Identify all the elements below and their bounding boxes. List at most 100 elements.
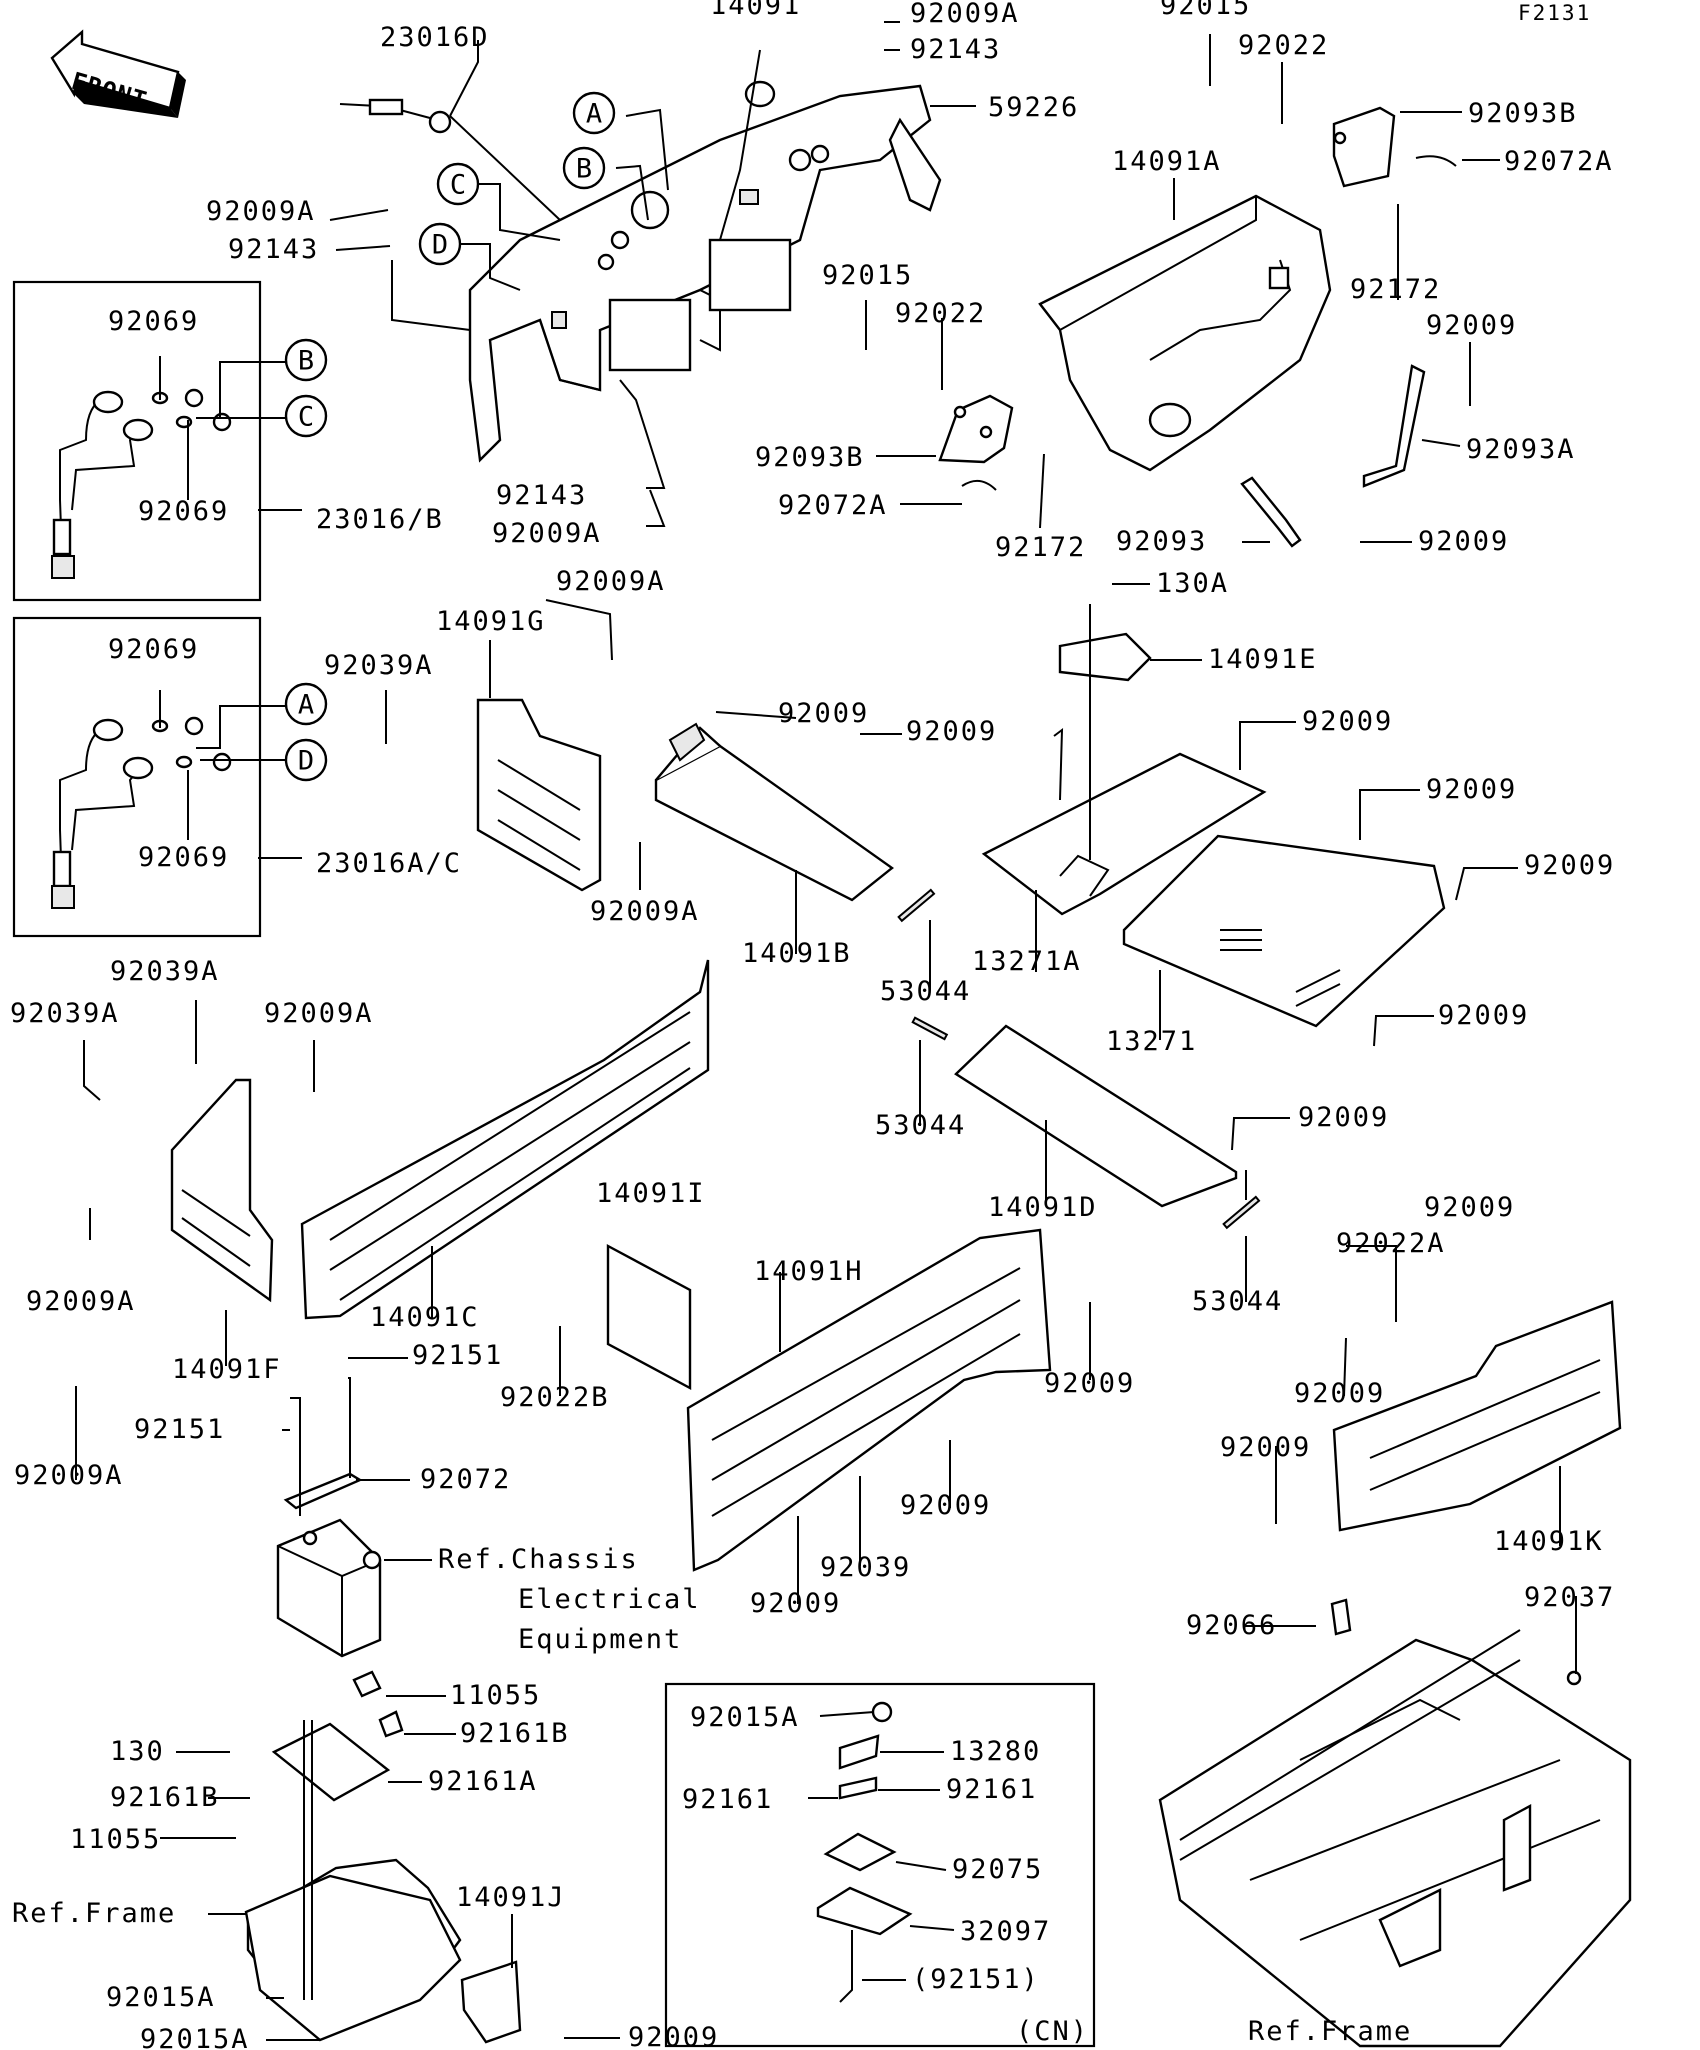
panel-14091b-icon: [654, 722, 894, 902]
part-label: 92037: [1524, 1582, 1615, 1613]
part-label: 92093A: [1466, 434, 1576, 465]
dashboard-panel-icon: [468, 80, 942, 463]
part-label: 53044: [1192, 1286, 1283, 1317]
harness-23016ac-icon: [51, 716, 232, 909]
part-label: 92161: [682, 1784, 773, 1815]
part-label: 92143: [496, 480, 587, 511]
connector-bubble-icon: [284, 338, 328, 382]
part-label: Ref.Frame: [12, 1898, 176, 1929]
part-label: 92072A: [1504, 146, 1614, 177]
front-arrow-icon: FRONT: [50, 29, 186, 118]
part-label: 92015A: [690, 1702, 800, 1733]
figure-code: F2131: [1518, 1, 1591, 25]
part-label: 92143: [228, 234, 319, 265]
part-label: 92069: [108, 306, 199, 337]
part-label: 92009A: [206, 196, 316, 227]
part-label: 92015A: [140, 2024, 250, 2050]
pin-53044-a-icon: [897, 888, 936, 923]
part-label: 92009: [750, 1588, 841, 1619]
pad-92161a-icon: [271, 1722, 391, 1802]
part-label: 92009A: [590, 896, 700, 927]
part-label: 14091I: [596, 1178, 706, 1209]
connector-letter: D: [298, 746, 314, 777]
part-label: 53044: [875, 1110, 966, 1141]
chassis-frame-icon: [1158, 1598, 1632, 2048]
part-label: 92172: [995, 532, 1086, 563]
bracket-92093b-right-icon: [1332, 106, 1457, 188]
connector-bubble-icon: [572, 91, 616, 135]
part-label: 92039A: [10, 998, 120, 1029]
part-label: 92009: [1438, 1000, 1529, 1031]
part-label: 92093: [1116, 526, 1207, 557]
part-label: 92143: [910, 34, 1001, 65]
part-label: 11055: [70, 1824, 161, 1855]
bracket-92093b-center-icon: [938, 394, 1014, 491]
connector-letter: B: [576, 154, 592, 185]
connector-letter: B: [298, 346, 314, 377]
part-label: Electrical: [518, 1584, 701, 1615]
part-label: 11055: [450, 1680, 541, 1711]
part-label: 92039: [820, 1552, 911, 1583]
part-label: 53044: [880, 976, 971, 1007]
part-label: 92022A: [1336, 1228, 1446, 1259]
part-label: 92151: [134, 1414, 225, 1445]
spacer-11055-icon: [352, 1670, 382, 1698]
part-label: 92009: [1524, 850, 1615, 881]
connector-bubble-icon: [436, 162, 480, 206]
frame-ref-left-icon: [244, 1874, 462, 2042]
connector-bubble-icon: [562, 146, 606, 190]
floor-panel-13271-icon: [1122, 834, 1446, 1028]
bracket-14091e-icon: [1058, 632, 1152, 682]
cn-battery-tray-icon: [816, 1701, 913, 2003]
part-label: 14091E: [1208, 644, 1318, 675]
part-label: 92069: [108, 634, 199, 665]
floor-panel-13271a-icon: [981, 752, 1267, 916]
panel-14091c-icon: [300, 959, 710, 1320]
part-label: 32097: [960, 1916, 1051, 1947]
part-label: 92161A: [428, 1766, 538, 1797]
part-label: 92009: [1044, 1368, 1135, 1399]
panel-14091k-icon: [1332, 1300, 1622, 1532]
part-label: 92015A: [106, 1982, 216, 2013]
part-label: 130A: [1156, 568, 1229, 599]
part-label: 92172: [1350, 274, 1441, 305]
part-label: 92009: [1220, 1432, 1311, 1463]
part-label: 13280: [950, 1736, 1041, 1767]
panel-14091h-icon: [686, 1228, 1052, 1572]
part-label: 92009: [778, 698, 869, 729]
harness-23016b-icon: [51, 388, 232, 579]
connector-letter: C: [298, 402, 314, 433]
connector-bubble-icon: [418, 222, 462, 266]
connector-bubble-icon: [284, 394, 328, 438]
connector-letter: A: [298, 690, 314, 721]
part-label: 92161: [946, 1774, 1037, 1805]
part-label: 14091C: [370, 1302, 480, 1333]
part-label: 59226: [988, 92, 1079, 123]
part-label: 13271A: [972, 946, 1082, 977]
part-label: 92075: [952, 1854, 1043, 1885]
part-label: 14091F: [172, 1354, 282, 1385]
connector-bubble-icon: [284, 738, 328, 782]
part-label: 14091B: [742, 938, 852, 969]
panel-14091g-icon: [476, 698, 602, 892]
part-label: 14091A: [1112, 146, 1222, 177]
harness-box-a-d: [12, 616, 262, 938]
part-label: 92072A: [778, 490, 888, 521]
part-label: 92009: [906, 716, 997, 747]
part-label: (92151): [912, 1964, 1040, 1995]
part-label: 92009A: [26, 1286, 136, 1317]
part-label: 92009: [1424, 1192, 1515, 1223]
part-label: 92009: [1426, 774, 1517, 805]
connector-bubble-icon: [284, 682, 328, 726]
battery-icon: [276, 1377, 382, 1658]
part-label: 92072: [420, 1464, 511, 1495]
part-label: Ref.Chassis: [438, 1544, 639, 1575]
panel-14091i-icon: [606, 1243, 692, 1391]
part-label: 92009: [900, 1490, 991, 1521]
part-label: 92009: [1302, 706, 1393, 737]
harness-23016d-icon: [339, 98, 452, 134]
part-label: 92009: [1298, 1102, 1389, 1133]
pin-53044-c-icon: [1222, 1195, 1261, 1230]
part-label: 92022: [895, 298, 986, 329]
